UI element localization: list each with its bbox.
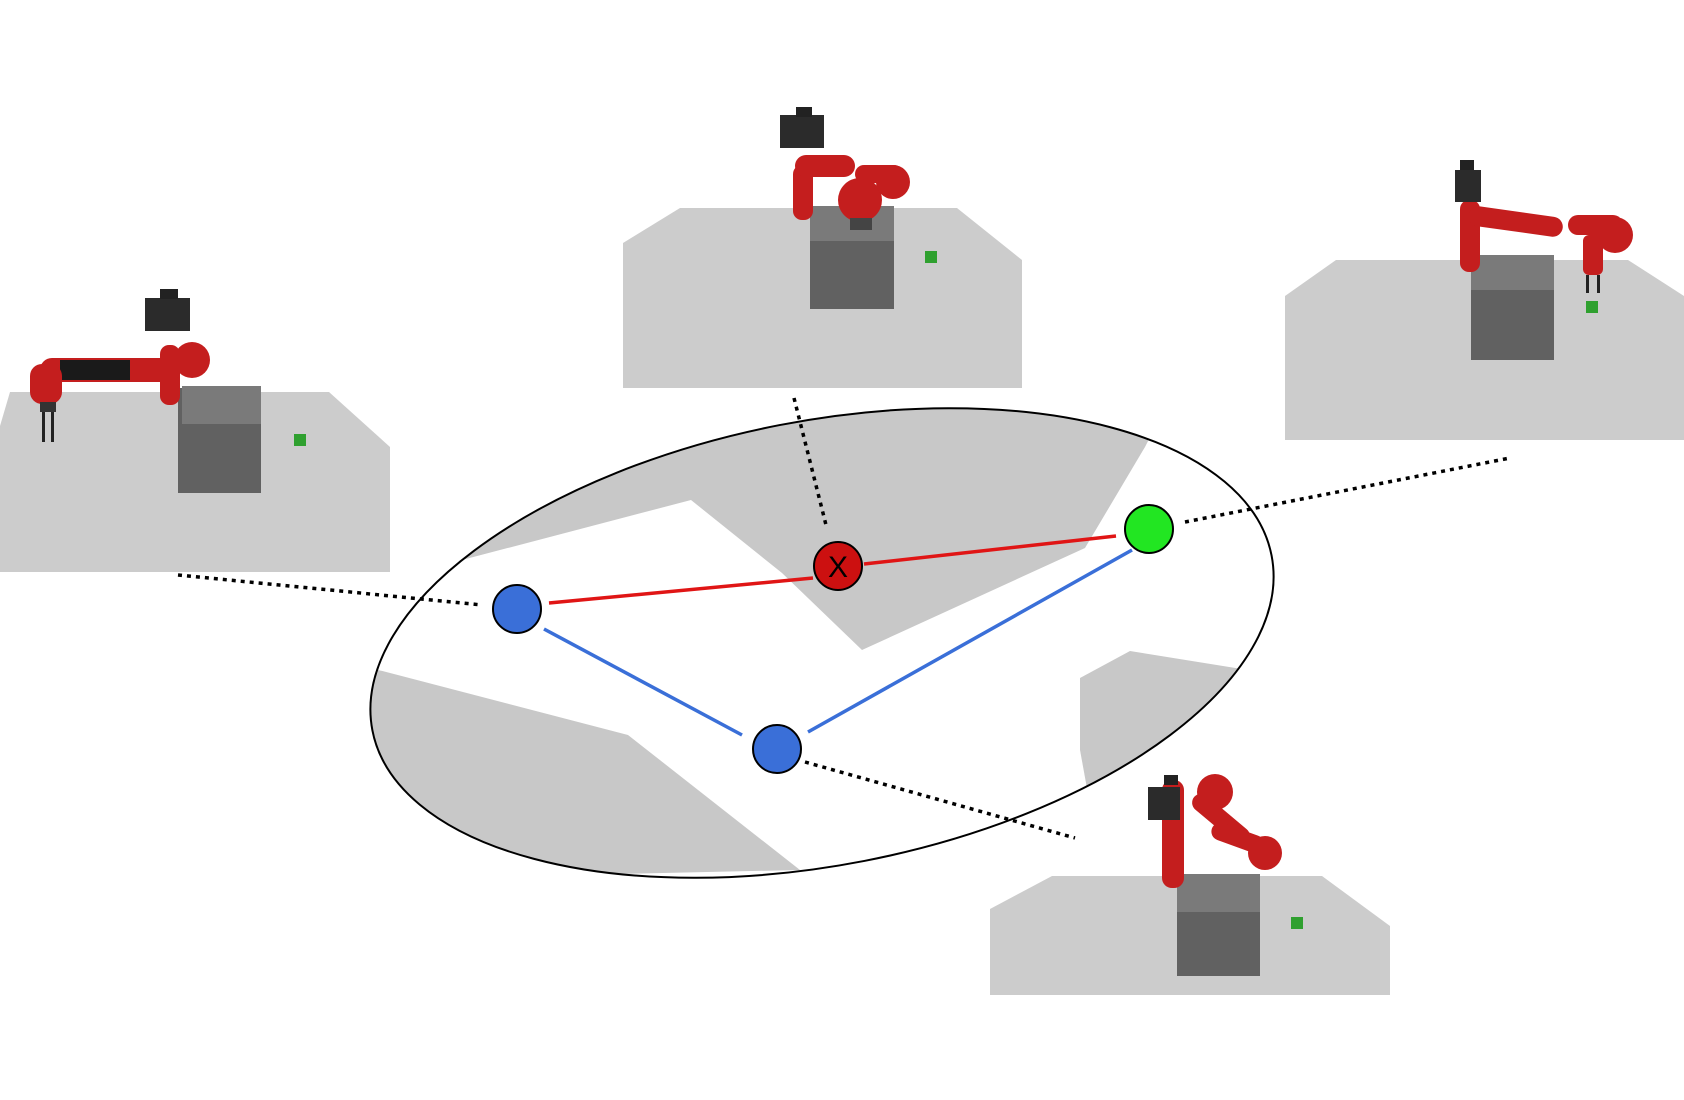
connector-collision-scene <box>792 397 828 526</box>
edge-waypoint-goal <box>807 548 1133 734</box>
edge-start-waypoint <box>543 627 743 737</box>
connector-waypoint-scene <box>804 760 1076 840</box>
scene-waypoint <box>990 774 1390 995</box>
waypoint-node <box>752 724 802 774</box>
scene-collision <box>623 107 1022 388</box>
collision-node <box>813 541 863 591</box>
target-cube <box>1291 917 1303 929</box>
scene-goal <box>1285 160 1684 440</box>
target-cube <box>925 251 937 263</box>
robot-arm-grasping-icon <box>1455 160 1633 360</box>
target-cube <box>294 434 306 446</box>
roadmap-edges <box>543 534 1133 737</box>
robot-arm-reaching-icon <box>30 289 306 493</box>
scene-connectors <box>177 397 1511 840</box>
edge-start-collision <box>548 576 814 605</box>
robot-arm-wrapped-icon <box>1148 774 1303 976</box>
scene-start <box>0 289 390 572</box>
start-node <box>492 584 542 634</box>
robot-arm-folded-icon <box>780 107 937 309</box>
connector-start-scene <box>177 573 483 607</box>
edge-collision-goal <box>863 534 1117 566</box>
roadmap-nodes: X <box>492 504 1174 774</box>
goal-node <box>1124 504 1174 554</box>
collision-node-label: X <box>828 551 848 584</box>
connector-goal-scene <box>1184 456 1511 524</box>
configuration-space-boundary <box>369 407 1275 879</box>
obstacle-region-bottom-left <box>340 660 800 880</box>
target-cube <box>1586 301 1598 313</box>
